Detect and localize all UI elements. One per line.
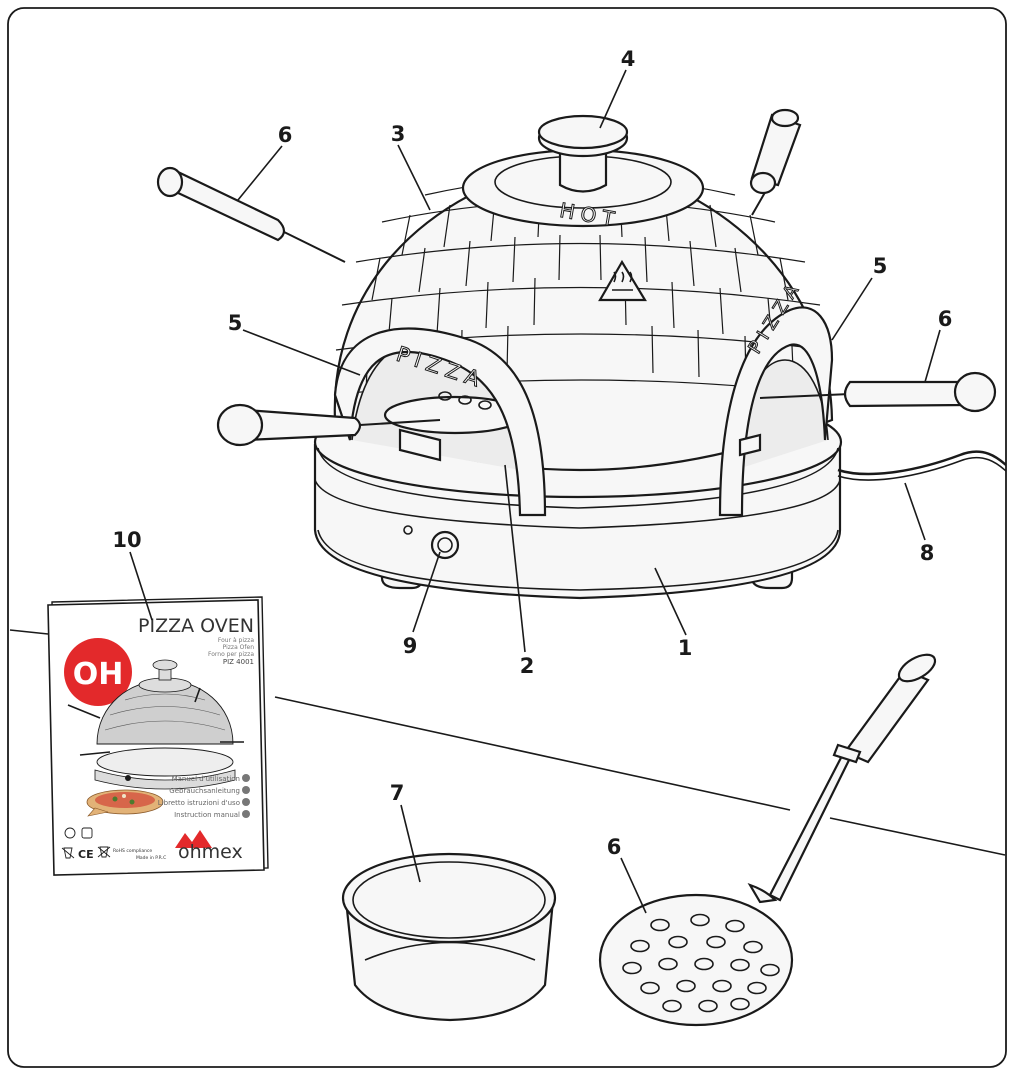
- callout-4: 4: [621, 47, 636, 71]
- spatula-handle: [243, 408, 362, 442]
- leader-8: [904, 482, 926, 541]
- recycle-icon: [64, 827, 76, 839]
- leader-1: [654, 567, 687, 636]
- lang-en: Instruction manual: [174, 811, 240, 819]
- spatula-top-left: [156, 166, 346, 263]
- made-in-text: Made in P.R.C: [136, 855, 166, 861]
- lid-knob-top: [537, 114, 629, 150]
- callout-10: 10: [112, 528, 141, 552]
- booklet-oven-illustration: [67, 659, 244, 790]
- booklet-title: PIZZA OVEN: [138, 615, 254, 637]
- spatula-end: [770, 108, 800, 128]
- left-tray-holes: [438, 391, 492, 410]
- heat-wave-glyph: [612, 271, 633, 291]
- perforated-peel: [598, 653, 937, 1027]
- spatula-knob: [156, 166, 184, 198]
- lang-en-icon: [242, 810, 250, 818]
- spatula-handle: [174, 170, 286, 242]
- leader-6b: [924, 329, 941, 383]
- callout-6-peel: 6: [607, 835, 622, 859]
- callout-5-left: 5: [228, 311, 243, 335]
- box-icon: [81, 827, 93, 839]
- leader-5a: [242, 329, 361, 376]
- power-switch: [430, 530, 460, 560]
- lang-fr: Manuel d'utilisation: [172, 775, 240, 783]
- booklet-subtitle-fr: Four à pizza: [218, 637, 254, 644]
- leader-10: [129, 551, 153, 621]
- ce-mark: CE: [78, 848, 94, 861]
- leader-6c: [620, 857, 647, 914]
- callout-7: 7: [390, 781, 405, 805]
- ohmex-brand: ohmex: [178, 841, 243, 863]
- callout-9: 9: [403, 634, 418, 658]
- lang-de-icon: [242, 786, 250, 794]
- callout-2: 2: [520, 654, 535, 678]
- spatula-handle: [843, 380, 967, 408]
- lang-fr-icon: [242, 774, 250, 782]
- left-arch: [333, 327, 547, 517]
- indicator-light: [403, 525, 413, 535]
- peel-neck: [747, 883, 778, 904]
- spatula-right: [759, 371, 997, 413]
- spatula-knob: [216, 403, 264, 447]
- base-bottom-edge: [317, 529, 839, 591]
- booklet-subtitle-de: Pizza Ofen: [223, 644, 255, 651]
- ohmex-logo-icon: [175, 830, 212, 848]
- tray-ring-inner: [317, 447, 839, 509]
- power-cord: [837, 450, 1007, 476]
- lang-de: Gebrauchsanleitung: [169, 787, 240, 795]
- leader-lines: [129, 69, 941, 914]
- floor-line-mid: [274, 696, 791, 811]
- floor-line-right: [829, 817, 1006, 856]
- peel-handle: [843, 668, 930, 764]
- oh-logo-text: OH: [73, 657, 124, 692]
- booklet-model: PIZ 4001: [223, 658, 254, 666]
- booklet-language-list: Manuel d'utilisation Gebrauchsanleitung …: [158, 774, 250, 819]
- peel-handle-end: [897, 653, 937, 683]
- callout-8: 8: [920, 541, 935, 565]
- bowl-rim-inner: [352, 861, 546, 939]
- lang-it-icon: [242, 798, 250, 806]
- glass-fork-icon: [61, 847, 75, 859]
- leader-3: [397, 144, 431, 211]
- spatula-left: [216, 403, 441, 447]
- oh-logo: [64, 638, 132, 706]
- power-cord-edge: [837, 456, 1007, 481]
- spatula-knob: [953, 371, 997, 413]
- dough-bowl: [341, 852, 557, 1022]
- leader-9: [412, 551, 441, 633]
- callout-6-top-left: 6: [278, 123, 293, 147]
- spatula-knob: [749, 171, 777, 195]
- pizza-slice-image: [86, 789, 164, 817]
- bracket-right: [738, 433, 762, 457]
- bowl-rim: [341, 852, 557, 944]
- power-switch-inner: [437, 537, 453, 553]
- callout-5-right: 5: [873, 254, 888, 278]
- leader-7: [400, 804, 421, 883]
- pizza-oven: HOT PIZZA PIZZA: [313, 114, 1007, 600]
- rohs-text: RoHS compliance: [113, 848, 152, 854]
- base-rim: [314, 479, 841, 529]
- bracket-left: [398, 428, 442, 462]
- bowl-liquid-line: [364, 941, 536, 961]
- weee-bin-icon: [97, 846, 111, 858]
- leader-6a: [237, 145, 283, 201]
- peel-ferrule: [832, 743, 862, 764]
- floor-line-left: [9, 629, 49, 635]
- instruction-booklet: PIZZA OVEN Four à pizza Pizza Ofen Forno…: [47, 596, 269, 876]
- right-arch: [718, 306, 834, 517]
- leader-4: [599, 69, 627, 129]
- leader-5b: [831, 277, 873, 341]
- spatula-top-right: [749, 108, 802, 216]
- callout-labels: 1 2 3 4 5 5 6 6 6 7 8 9 10: [112, 47, 952, 859]
- callout-3: 3: [391, 122, 406, 146]
- callout-6-right: 6: [938, 307, 953, 331]
- callout-1: 1: [678, 636, 693, 660]
- booklet-subtitle-it: Forno per pizza: [208, 651, 254, 658]
- leader-2: [504, 464, 526, 653]
- peel-holes: [622, 913, 780, 1013]
- lang-it: Libretto istruzioni d'uso: [158, 799, 240, 807]
